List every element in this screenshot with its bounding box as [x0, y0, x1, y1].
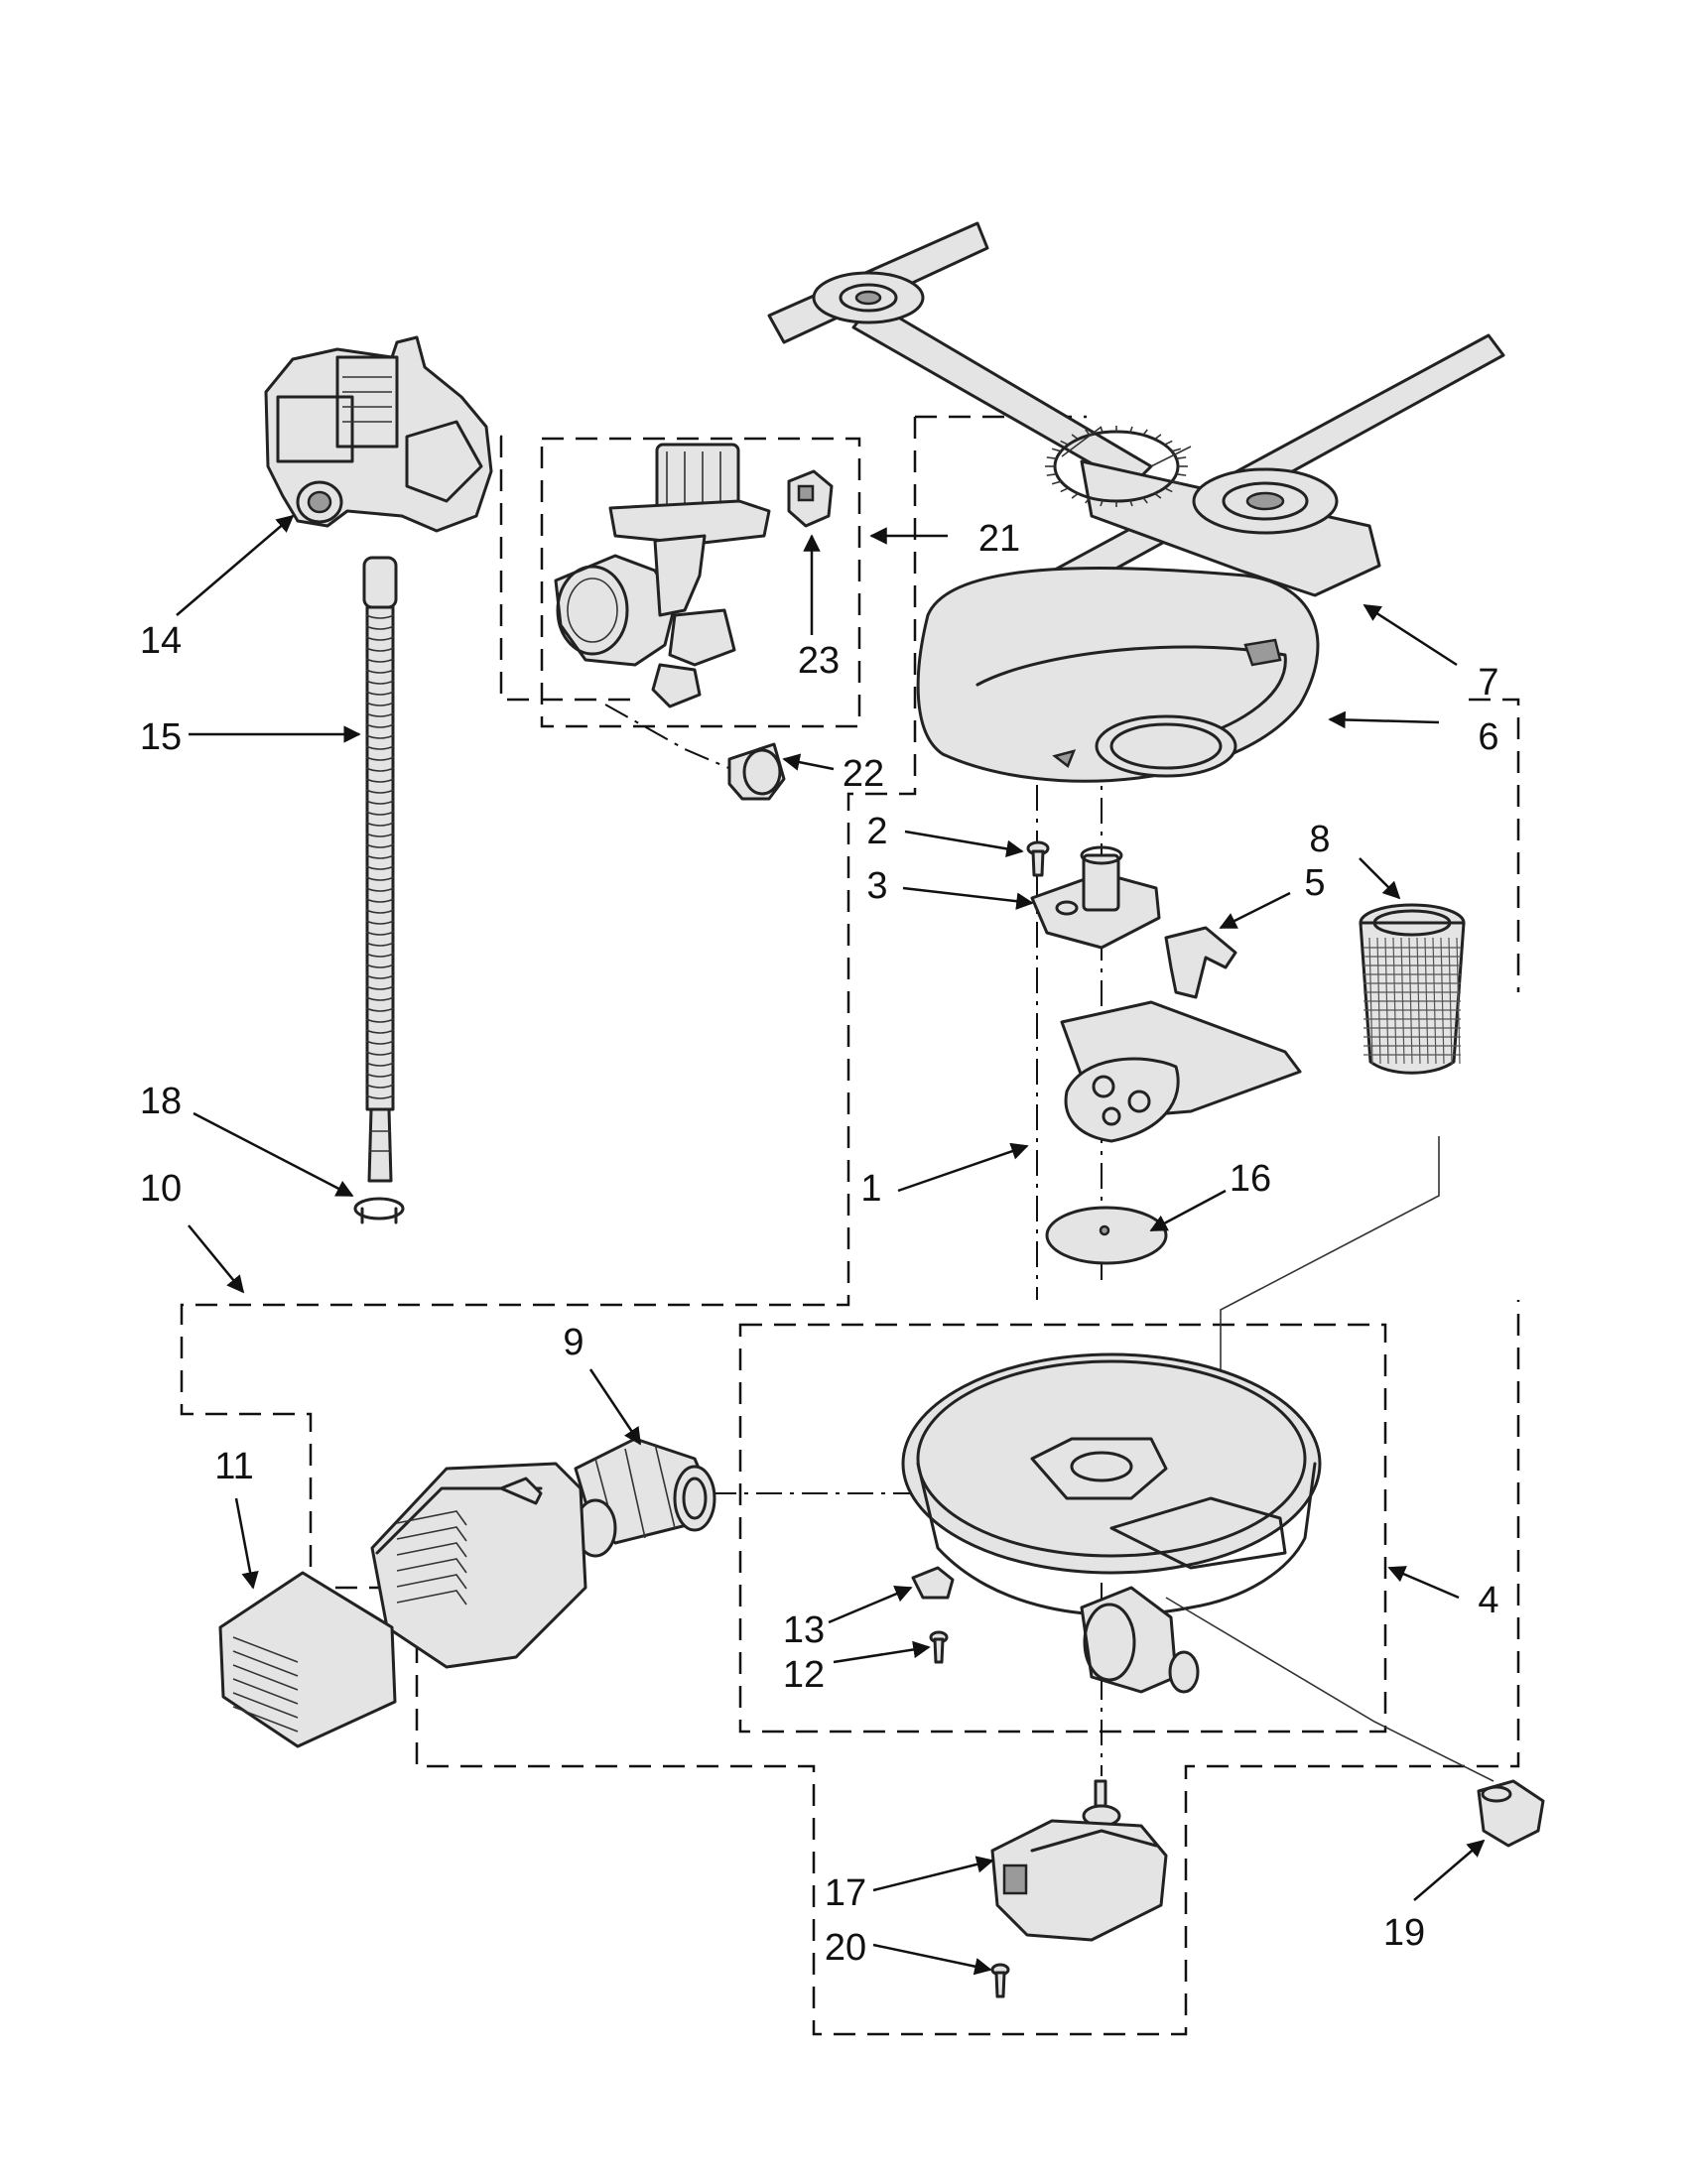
callout-8: 8	[1309, 819, 1330, 860]
callout-19: 19	[1383, 1912, 1425, 1954]
spray-arm-assembly	[767, 221, 1505, 622]
group-outline-4	[738, 1323, 1387, 1734]
callout-21: 21	[978, 518, 1020, 560]
callout-18: 18	[140, 1081, 182, 1122]
sensor-19	[1477, 1779, 1545, 1848]
callout-3: 3	[866, 865, 887, 907]
sump-4	[901, 1352, 1322, 1694]
callout-15: 15	[140, 716, 182, 758]
callout-23: 23	[798, 640, 840, 682]
drain-valve-assembly	[554, 443, 771, 708]
callout-17: 17	[825, 1872, 866, 1914]
callout-labels: 1 2 3 4 5 6 7 8 9 10 11 12 13 14 15 16 1…	[140, 518, 1499, 1969]
screw-2	[1026, 840, 1050, 877]
screw-20	[990, 1963, 1010, 1998]
callout-20: 20	[825, 1927, 866, 1969]
manifold-1	[1060, 1000, 1302, 1143]
pump-motor	[370, 1462, 587, 1669]
callout-13: 13	[783, 1609, 825, 1651]
filter-cover	[916, 566, 1320, 783]
callout-1: 1	[860, 1168, 881, 1210]
drain-cap	[727, 742, 786, 801]
hose-clamp	[353, 1197, 405, 1224]
callout-2: 2	[866, 811, 887, 852]
bracket-3	[1030, 845, 1161, 950]
callout-12: 12	[783, 1654, 825, 1696]
callout-7: 7	[1478, 662, 1498, 704]
callout-5: 5	[1304, 862, 1325, 904]
filter-8	[1359, 903, 1466, 1075]
drain-hose	[362, 556, 398, 1183]
callout-14: 14	[140, 620, 182, 662]
callout-6: 6	[1478, 716, 1498, 758]
motor-cover-11	[218, 1571, 397, 1748]
group-outline-21	[540, 437, 861, 728]
callout-11: 11	[214, 1446, 253, 1487]
callout-4: 4	[1478, 1580, 1498, 1621]
callout-9: 9	[563, 1322, 584, 1363]
clip-13	[911, 1566, 955, 1600]
drain-pump-motor	[264, 335, 493, 533]
callout-10: 10	[140, 1168, 182, 1210]
diverter-motor-17	[990, 1779, 1168, 1942]
valve-clip	[787, 469, 834, 528]
hose-elbow-9	[574, 1437, 716, 1558]
callout-22: 22	[843, 753, 884, 795]
clip-5	[1164, 926, 1237, 999]
screw-12	[929, 1630, 949, 1664]
callout-16: 16	[1230, 1158, 1271, 1200]
disc-16	[1045, 1206, 1168, 1265]
leader-arrows	[176, 514, 1486, 1976]
